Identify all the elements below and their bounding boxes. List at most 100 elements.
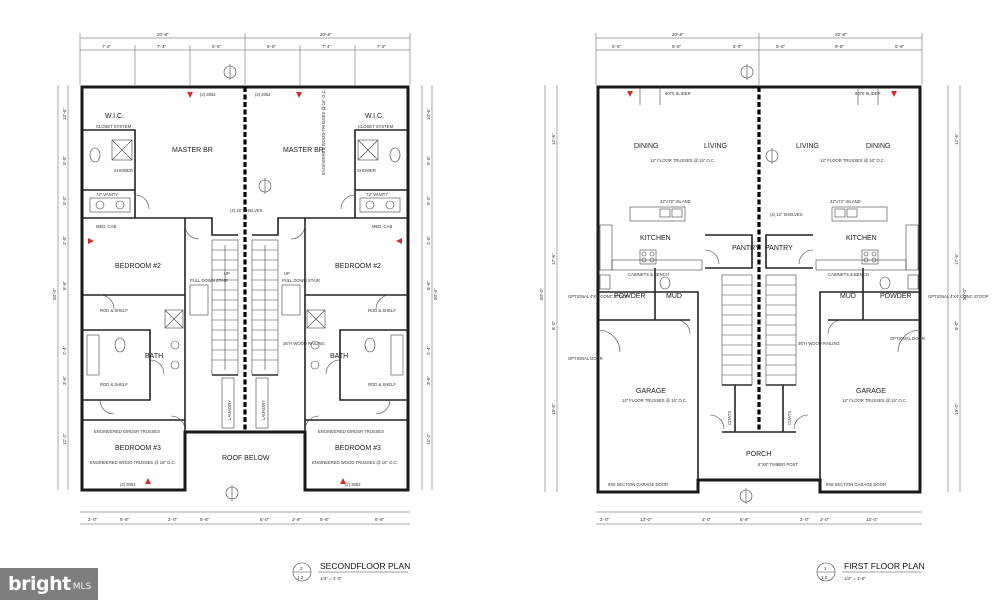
second-floor-title-block: 2 1.2 SECONDFLOOR PLAN 1/4" = 1'-0" (292, 561, 410, 582)
egress-arrow-icon (145, 478, 151, 484)
egress-arrow-icon (88, 238, 94, 244)
kitchen-left-label: KITCHEN (640, 235, 671, 242)
overall-depth-dim: 50'-0" (52, 288, 57, 300)
first-floor-bottom-dimensions: 2'-0" 13'-0" 2'-0" 5'-8" 2'-0" 2'-0" 13'… (596, 511, 922, 525)
shower-note: SHOWER (114, 168, 133, 173)
mud-left-label: MUD (666, 293, 682, 300)
second-floor-stairs: UP UP (211, 239, 290, 376)
first-floor-fixtures (599, 206, 919, 386)
scale-label: 1/4" = 1'-0" (844, 576, 866, 581)
overall-depth-dim: 50'-0" (539, 288, 544, 300)
optional-door-note: OPTIONAL DOOR (568, 356, 603, 361)
living-left-label: LIVING (704, 143, 727, 150)
second-floor-side-dimensions: 50'-0" 50'-0" 10'-6" 5'-8" 5'-0" 2'-8" 6… (52, 85, 438, 490)
egress-arrow-icon (340, 478, 346, 484)
rod-shelf-note: ROD & SHELF (368, 382, 396, 387)
shelves-note: (4) 12" SHELVES (770, 212, 803, 217)
joist-note: ENGINEERED WOOD TRUSSES @ 16" O.C. (312, 460, 398, 465)
coats-right-label: COATS (787, 411, 792, 425)
garage-door-note: 9X8 SECTION GARAGE DOOR (608, 482, 668, 487)
laundry-closet (255, 377, 269, 429)
egress-arrow-icon (627, 91, 633, 97)
bedroom-2-left-label: BEDROOM #2 (115, 263, 161, 270)
girder-note: ENGINEERED GIRDER TRUSSES (94, 429, 160, 434)
kitchen-right-label: KITCHEN (846, 235, 877, 242)
dim-text: 5'-0" (426, 195, 431, 205)
second-floor-plan: 20'-8" 20'-8" 7'-2" 7'-4" 5'-6" 5'-6" 7'… (52, 32, 438, 582)
roof-below-label: ROOF BELOW (222, 455, 270, 462)
master-br-right-label: MASTER BR (283, 147, 324, 154)
trusses-note: 14" FLOOR TRUSSES @ 16" O.C. (622, 398, 687, 403)
section-marker-icon (739, 64, 779, 504)
optional-door-note: OPTIONAL DOOR (890, 336, 925, 341)
pantry-left-label: PANTRY (732, 245, 760, 252)
first-floor-interior-walls (598, 234, 920, 480)
dim-text: 9'-8" (835, 44, 845, 49)
window-tag: (2) 3052 (345, 482, 361, 487)
dim-text: 3'-6" (426, 375, 431, 385)
second-floor-bottom-dimensions: 2'-0" 6'-8" 2'-0" 5'-8" 5'-0" 2'-8" 5'-8… (80, 511, 410, 525)
dim-text: 5'-8" (62, 155, 67, 165)
dim-text: 12'-6" (551, 133, 556, 145)
powder-left-label: POWDER (614, 293, 646, 300)
dim-text: 5'-0" (260, 517, 270, 522)
coats-left-label: COATS (727, 411, 732, 425)
first-floor-title: FIRST FLOOR PLAN (844, 561, 925, 571)
joist-note-vertical: ENGINEERED WOOD TRUSSES @ 16" O.C. (321, 89, 326, 175)
watermark-brand: bright (8, 573, 71, 595)
rod-shelf-note: ROD & SHELF (100, 382, 128, 387)
garage-door-note: 9X8 SECTION GARAGE DOOR (826, 482, 886, 487)
dim-text: 17'-6" (551, 253, 556, 265)
dim-text: 2'-4" (426, 345, 431, 355)
dim-text: 7'-4" (157, 44, 167, 49)
cabinets-note: CABINETS & BENCH (828, 272, 869, 277)
vanity-note: 72" VANITY (96, 192, 118, 197)
dining-left-label: DINING (634, 143, 659, 150)
dim-text: 6'-6" (426, 280, 431, 290)
dim-text: 2'-0" (88, 517, 98, 522)
dim-text: 2'-0" (168, 517, 178, 522)
window-tag: (2) 3052 (255, 92, 271, 97)
overall-depth-dim: 50'-0" (962, 288, 967, 300)
dim-text: 5'-6" (895, 44, 905, 49)
wic-right-label: W.I.C. (365, 113, 384, 120)
dim-text: 2'-4" (62, 345, 67, 355)
girder-note: ENGINEERED GIRDER TRUSSES (318, 429, 384, 434)
railing-note: 36"H WOOD RAILING (283, 341, 325, 346)
cabinets-note: CABINETS & BENCH (628, 272, 669, 277)
dim-text: 6'-0" (954, 320, 959, 330)
dim-text: 13'-0" (866, 517, 878, 522)
laundry-closet (221, 377, 235, 429)
vanity-note: 72" VANITY (366, 192, 388, 197)
dim-text: 5'-6" (267, 44, 277, 49)
detail-ref-number: 2 (300, 566, 303, 571)
window-tag: (2) 3052 (200, 92, 216, 97)
optional-stoop-note: OPTIONAL 4'X4' CONC STOOP (568, 294, 629, 299)
dim-text: 5'-6" (612, 44, 622, 49)
dim-text: 3'-6" (62, 375, 67, 385)
railing-note: 36"H WOOD RAILING (798, 341, 840, 346)
overall-depth-dim: 50'-0" (433, 288, 438, 300)
first-floor-side-dimensions: 50'-0" 50'-0" 12'-6" 17'-6" 6'-0" 19'-0"… (539, 85, 967, 492)
egress-arrow-icon (891, 91, 897, 97)
pull-down-stair-note: PULL DOWN STAIR (282, 278, 320, 283)
dim-text: 9'-8" (672, 44, 682, 49)
dim-text: 5'-6" (776, 44, 786, 49)
med-cab-note: MED. CAB (372, 224, 392, 229)
island-note: 32"x72" ISLAND (830, 199, 861, 204)
first-floor-doors (597, 87, 921, 430)
dim-text: 2'-8" (62, 235, 67, 245)
second-floor-fixtures (86, 139, 404, 376)
sheet-number: 1.2 (297, 575, 304, 580)
dim-text: 7'-2" (102, 44, 112, 49)
egress-arrow-icon (187, 92, 193, 98)
dim-text: 2'-0" (800, 517, 810, 522)
dim-text: 17'-6" (954, 253, 959, 265)
dim-text: 10'-6" (426, 108, 431, 120)
wic-left-label: W.I.C. (105, 113, 124, 120)
closet-note: CLOSET SYSTEM (96, 124, 132, 129)
post-note: 6"X6" TIMBER POST (758, 462, 798, 467)
dim-text: 5'-8" (740, 517, 750, 522)
dim-text: 6'-8" (375, 517, 385, 522)
